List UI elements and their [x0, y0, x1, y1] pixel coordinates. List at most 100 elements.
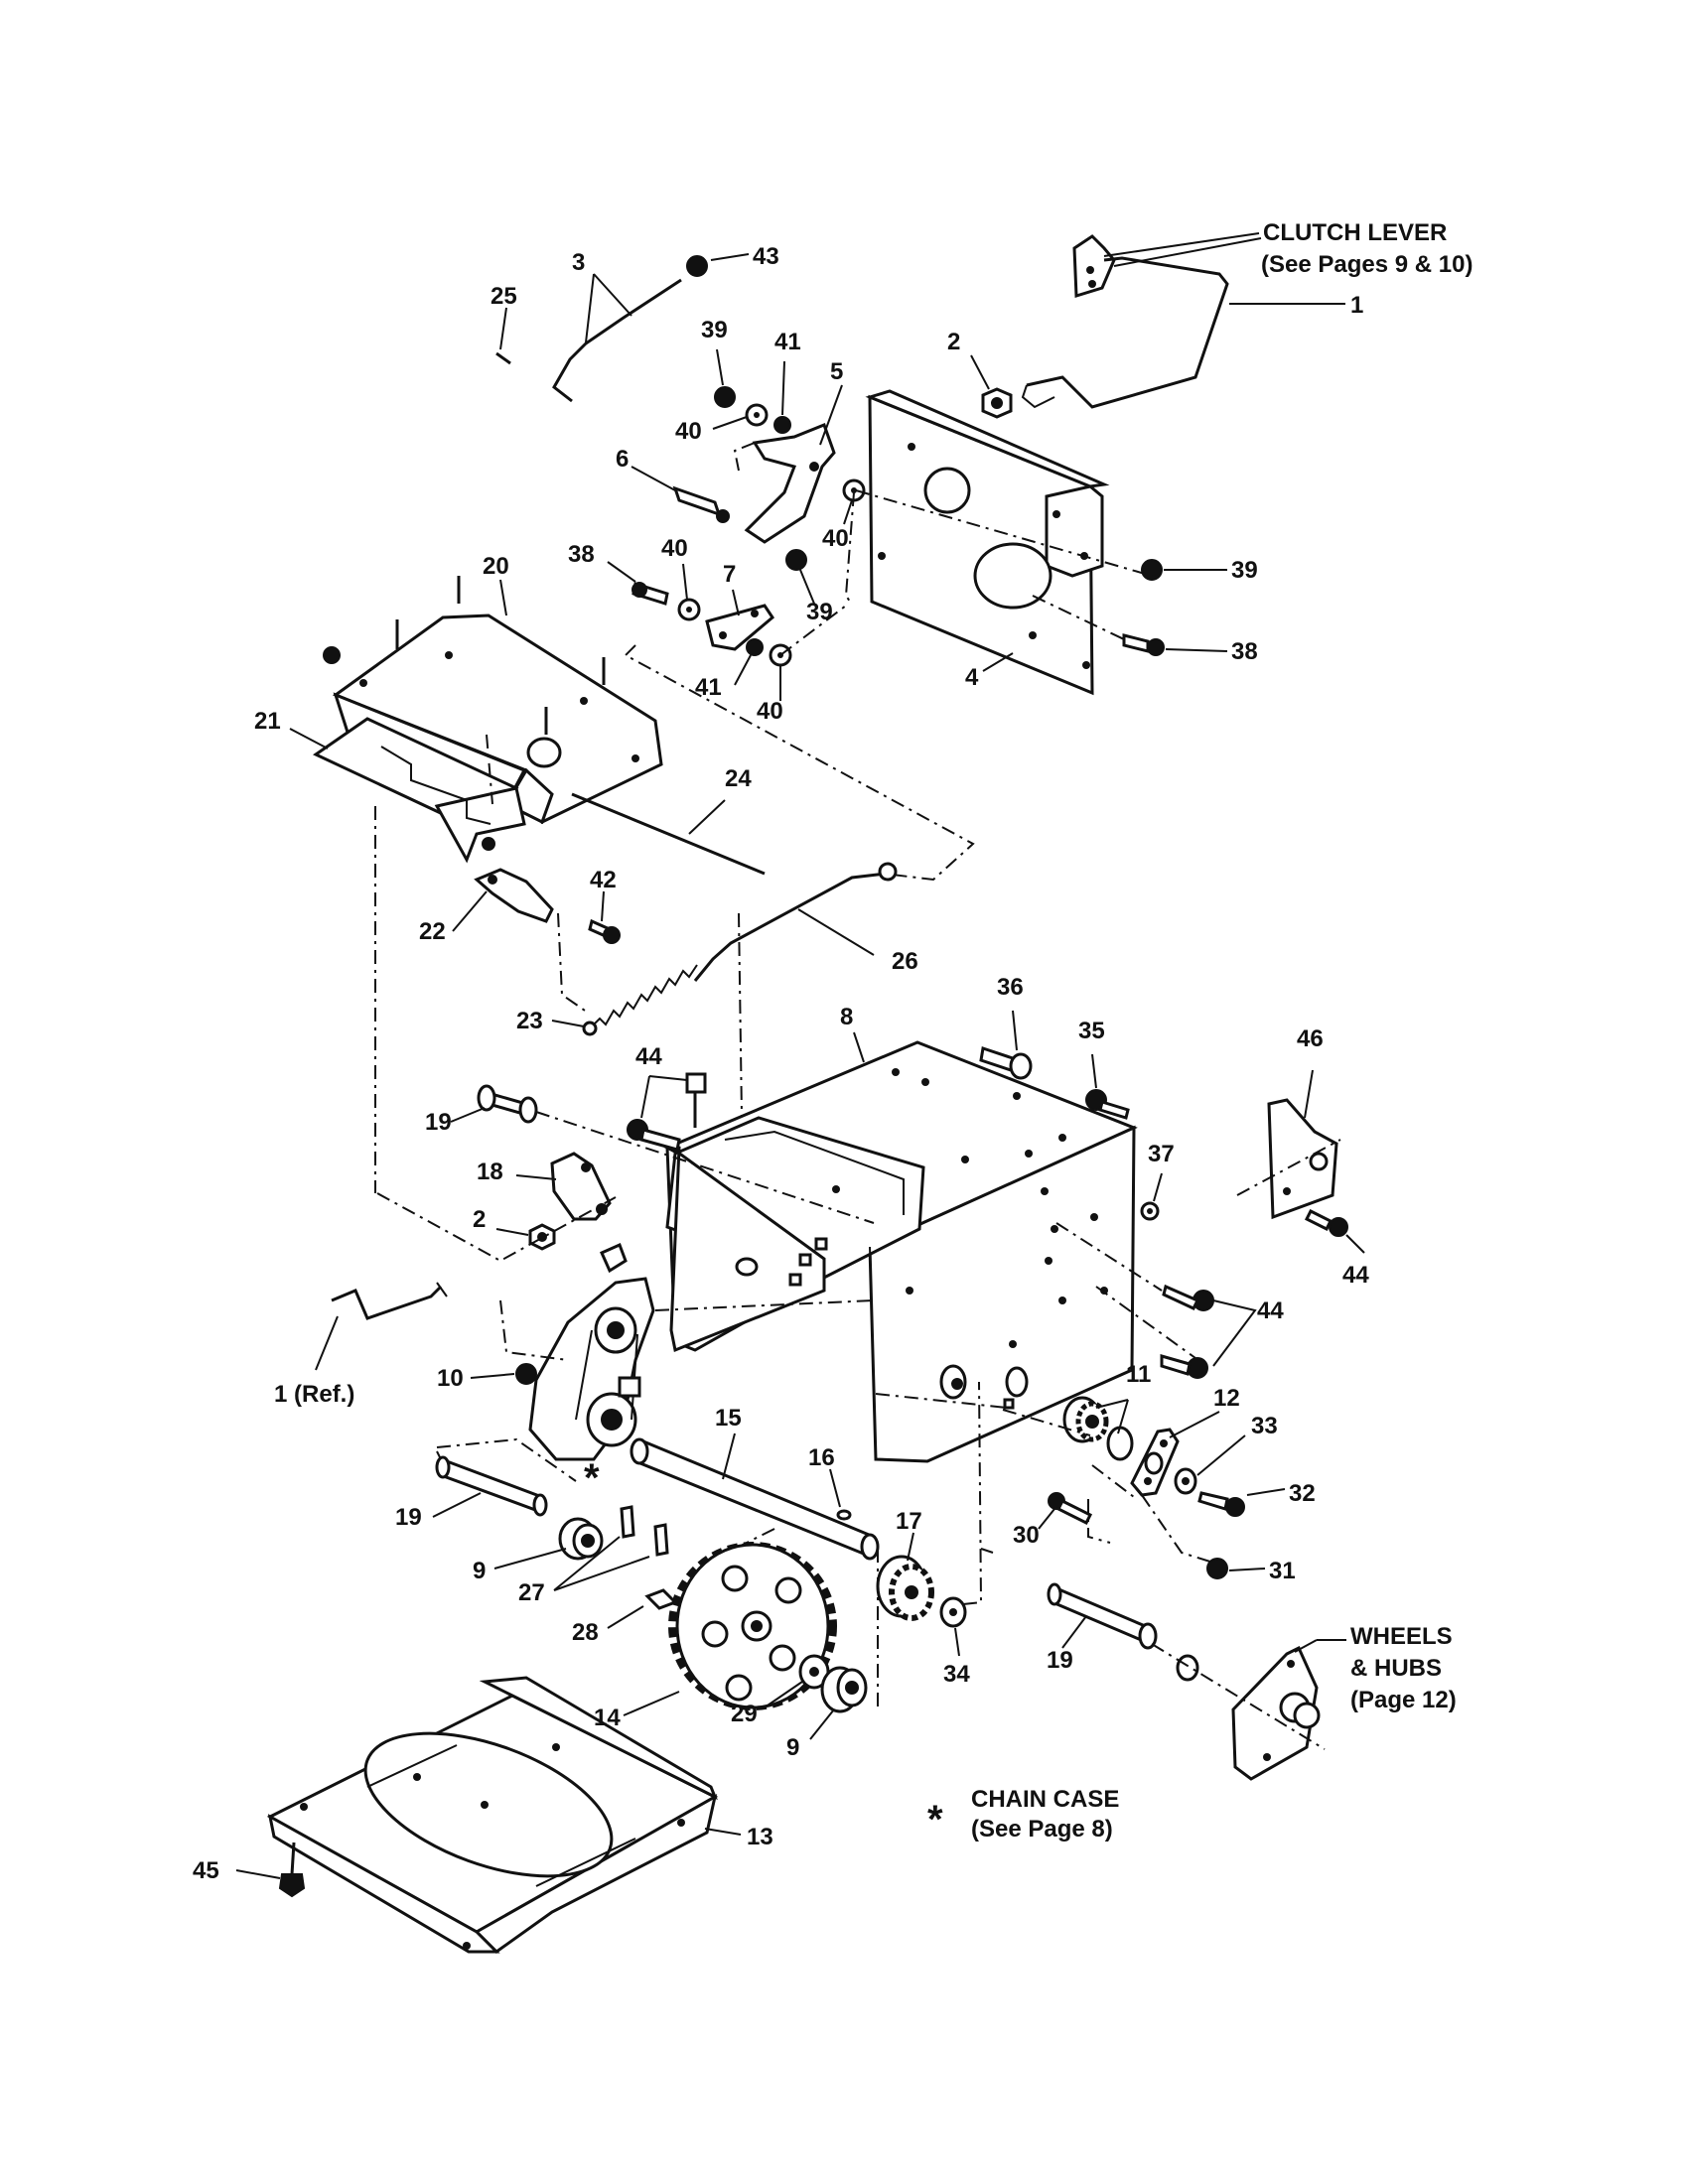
dash-link7-to-bracket — [624, 605, 975, 882]
leader-44c — [1345, 1234, 1365, 1254]
leader-19c — [1061, 1615, 1087, 1649]
key-16 — [836, 1509, 852, 1521]
washer-33 — [1174, 1467, 1197, 1495]
label-35: 35 — [1078, 1018, 1105, 1044]
bearing-9a — [558, 1517, 604, 1561]
leader-2a — [970, 354, 990, 390]
label-1: 1 — [1350, 292, 1363, 319]
label-1-ref: 1 (Ref.) — [274, 1381, 354, 1408]
leader-38a — [607, 561, 636, 583]
dash-12-to-31 — [1141, 1494, 1214, 1564]
lever-5 — [744, 423, 836, 544]
label-9a: 9 — [473, 1558, 486, 1584]
chain-case-title: CHAIN CASE — [971, 1786, 1119, 1813]
leader-3 — [585, 273, 632, 343]
rod-26 — [693, 862, 898, 982]
plate-21 — [313, 717, 526, 864]
leader-9b — [809, 1708, 835, 1740]
wheel-hub-bracket — [1231, 1645, 1321, 1781]
washer-40a — [745, 403, 769, 427]
washer-37 — [1140, 1201, 1160, 1221]
leader-7 — [732, 589, 740, 616]
leader-21 — [289, 728, 329, 750]
bolt-38b — [1122, 633, 1165, 656]
washer-34 — [939, 1596, 967, 1628]
label-3: 3 — [572, 249, 585, 276]
dash-19a-axis — [535, 1111, 875, 1224]
leader-wheels — [1294, 1639, 1346, 1653]
label-44c: 44 — [1342, 1262, 1369, 1289]
dash-rod26-down — [738, 912, 744, 1184]
leader-6 — [631, 466, 676, 491]
leader-41a — [781, 360, 785, 416]
nut-39b — [785, 549, 807, 571]
label-7: 7 — [723, 561, 736, 588]
nut-39c — [1141, 559, 1163, 581]
leader-10 — [470, 1373, 515, 1379]
leader-20 — [499, 579, 507, 616]
leader-46 — [1304, 1069, 1314, 1119]
label-40c: 40 — [661, 535, 688, 562]
link-7 — [705, 604, 774, 651]
label-19a: 19 — [425, 1109, 452, 1136]
leader-17 — [907, 1532, 914, 1562]
label-40b: 40 — [822, 525, 849, 552]
lever-22 — [474, 868, 554, 923]
dash-22-to-spring — [557, 912, 589, 1014]
label-5: 5 — [830, 358, 843, 385]
leader-14 — [623, 1691, 680, 1716]
leader-44b — [1212, 1299, 1257, 1367]
bolt-44b-upper — [1162, 1284, 1214, 1311]
dash-19b-line — [436, 1437, 577, 1482]
bearing-9b — [820, 1666, 868, 1713]
washer-inner — [1003, 1366, 1029, 1410]
leader-19b — [432, 1492, 482, 1518]
bearing-inner — [939, 1364, 967, 1400]
leader-13 — [704, 1828, 742, 1836]
label-39c: 39 — [1231, 557, 1258, 584]
leader-36 — [1012, 1010, 1018, 1051]
label-20: 20 — [483, 553, 509, 580]
label-4: 4 — [965, 664, 979, 691]
pin-27a — [620, 1505, 635, 1539]
label-34: 34 — [943, 1661, 970, 1688]
chain-case-marker: * — [584, 1456, 600, 1500]
leader-39b — [799, 569, 815, 605]
dash-chaincase-shaft — [499, 1299, 875, 1361]
label-10: 10 — [437, 1365, 464, 1392]
nut-10 — [515, 1363, 537, 1385]
flange-12 — [1130, 1428, 1180, 1497]
leader-44a — [640, 1075, 688, 1119]
bolt-44b-lower — [1160, 1354, 1208, 1379]
label-19b: 19 — [395, 1504, 422, 1531]
label-31: 31 — [1269, 1558, 1296, 1584]
washer-40c — [677, 598, 701, 621]
wheels-hubs-line2: & HUBS — [1350, 1655, 1442, 1682]
bolt-6 — [672, 485, 730, 523]
leader-25 — [499, 307, 507, 350]
bolt-44a-vertical — [685, 1072, 707, 1128]
leader-2b — [495, 1228, 529, 1236]
label-46: 46 — [1297, 1025, 1324, 1052]
label-8: 8 — [840, 1004, 853, 1030]
label-2a: 2 — [947, 329, 960, 355]
label-21: 21 — [254, 708, 281, 735]
bolt-44c — [1304, 1208, 1348, 1237]
dash-plate4-to-nut39c — [855, 489, 1153, 577]
label-41b: 41 — [695, 674, 722, 701]
label-19c: 19 — [1047, 1647, 1073, 1674]
pan-13 — [266, 1676, 719, 1954]
label-24: 24 — [725, 765, 752, 792]
dash-17-to-34 — [877, 1381, 983, 1707]
clutch-lever-ref: (See Pages 9 & 10) — [1261, 251, 1473, 278]
shaft-15 — [630, 1437, 880, 1561]
pin-36 — [979, 1046, 1033, 1080]
bracket-46 — [1267, 1098, 1338, 1220]
shaft-19-middle — [435, 1455, 548, 1517]
nut-2-lower — [528, 1223, 556, 1251]
leader-32 — [1246, 1488, 1286, 1496]
leader-37 — [1153, 1172, 1163, 1202]
leader-18 — [515, 1174, 557, 1180]
bearing-11 — [1062, 1396, 1134, 1461]
leader-9a — [493, 1548, 567, 1570]
